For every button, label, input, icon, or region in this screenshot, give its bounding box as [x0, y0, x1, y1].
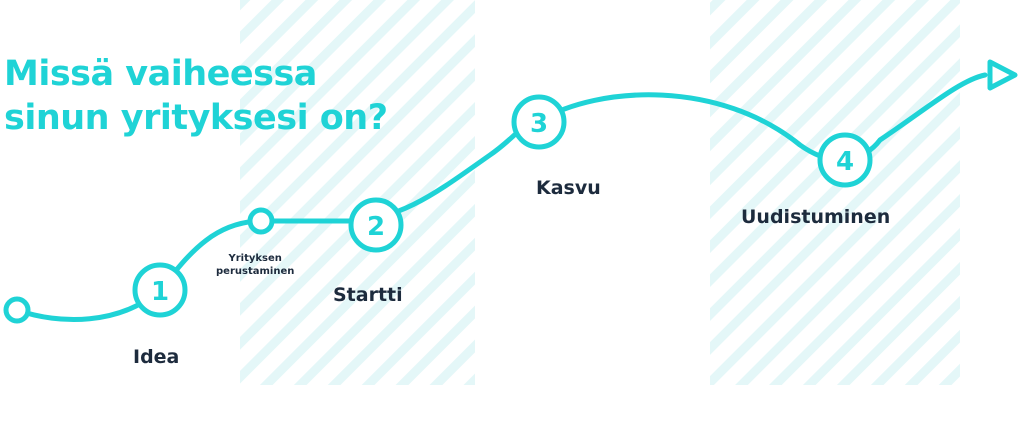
step-4-number: 4: [836, 147, 854, 177]
milestone-label-line-1: Yrityksen: [228, 253, 282, 264]
step-2-label: Startti: [333, 284, 403, 306]
step-1-label: Idea: [133, 346, 180, 368]
step-3-label: Kasvu: [536, 177, 601, 199]
milestone-circle: [247, 207, 275, 235]
step-2-number: 2: [367, 212, 385, 242]
milestone-label-line-2: perustaminen: [216, 266, 295, 277]
arrow-head-icon: [987, 59, 1018, 91]
title-line-1: Missä vaiheessa: [4, 54, 317, 94]
step-3-number: 3: [530, 109, 548, 139]
start-circle: [3, 296, 31, 324]
step-2-marker: 2: [348, 197, 404, 253]
milestone-label: Yrityksen perustaminen: [216, 252, 294, 278]
step-1-number: 1: [151, 277, 169, 307]
title-line-2: sinun yrityksesi on?: [4, 98, 388, 138]
page-title: Missä vaiheessa sinun yrityksesi on?: [4, 52, 388, 140]
step-1-marker: 1: [132, 262, 188, 318]
step-4-label: Uudistuminen: [741, 206, 891, 228]
step-4-marker: 4: [817, 132, 873, 188]
step-3-marker: 3: [511, 94, 567, 150]
hatch-panel-right: [710, 0, 960, 385]
